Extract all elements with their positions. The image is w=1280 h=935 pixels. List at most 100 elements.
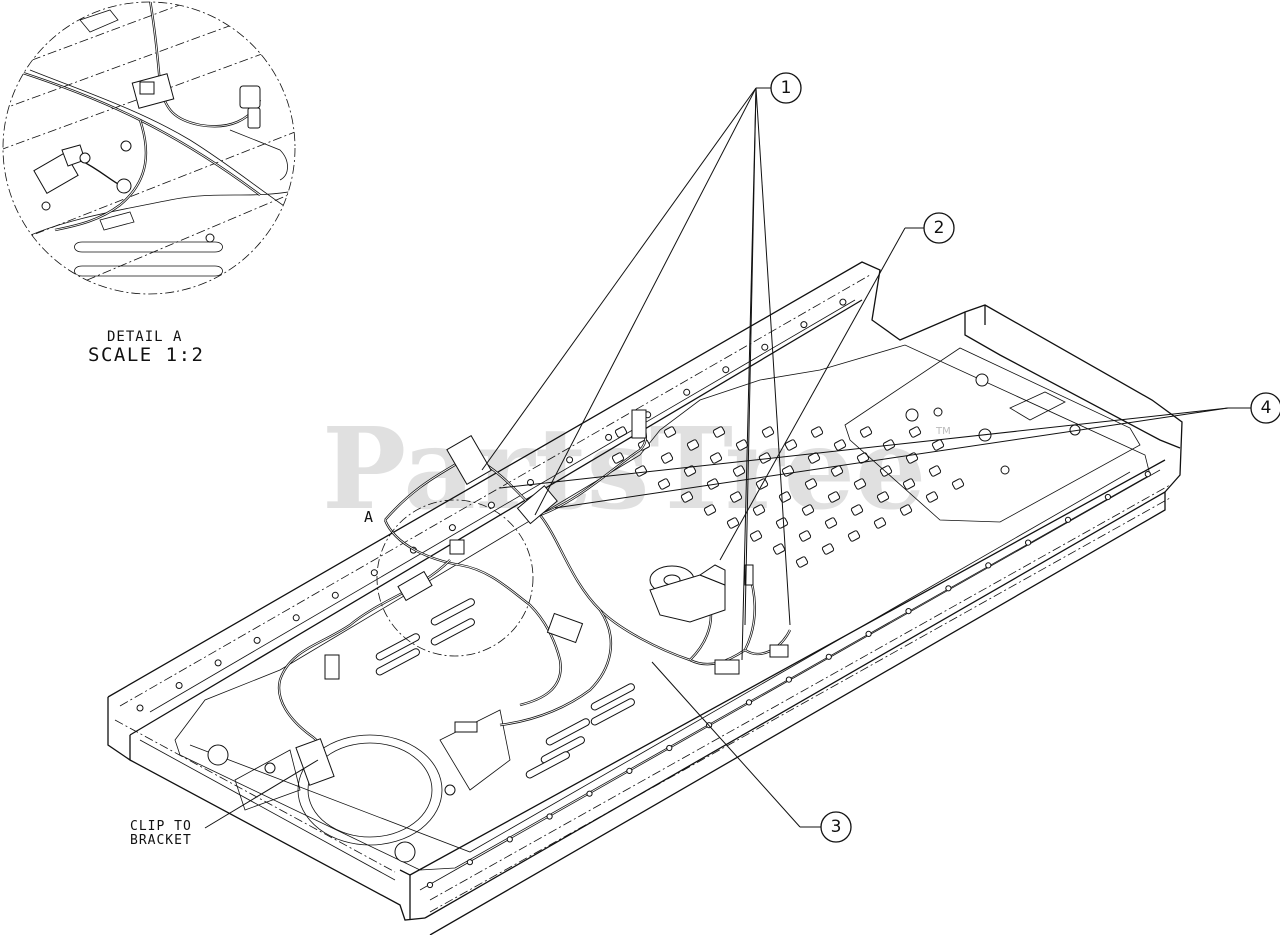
perforation <box>850 504 864 516</box>
perforation <box>876 491 890 503</box>
rail-holes <box>136 298 1151 889</box>
rail-hole <box>722 366 730 374</box>
rail-hole <box>586 790 593 797</box>
perforation <box>657 478 671 490</box>
perforation <box>804 478 818 490</box>
vent-slot <box>430 598 475 626</box>
rail-hole <box>626 767 633 775</box>
perforation <box>830 465 844 477</box>
detail-a-marker-circle <box>376 499 534 657</box>
rail-hole <box>985 562 992 569</box>
perforation <box>735 439 749 451</box>
rail-hole <box>448 524 456 532</box>
rail-hole <box>1144 471 1151 478</box>
rail-hole <box>865 630 872 638</box>
perforation <box>833 439 847 451</box>
perforated-grid <box>611 426 965 568</box>
rail-hole <box>292 614 300 622</box>
rail-hole <box>426 881 434 889</box>
perforation <box>847 530 861 542</box>
perforation <box>703 504 717 516</box>
perforation <box>706 478 720 490</box>
rail-hole <box>175 682 183 689</box>
callout-2-label: 2 <box>934 218 945 238</box>
rail-hole <box>839 298 847 306</box>
leader-lines <box>204 87 1252 829</box>
rail-hole <box>761 343 769 351</box>
perforation <box>680 491 694 503</box>
rail-hole <box>136 704 144 712</box>
perforation <box>827 491 841 503</box>
perforation <box>758 452 772 464</box>
callout-3-label: 3 <box>831 817 842 837</box>
vent-slot <box>590 698 635 726</box>
perforation <box>879 465 893 477</box>
frame-outline <box>107 261 1183 935</box>
perforation <box>749 530 763 542</box>
perforation <box>761 426 775 438</box>
perforation <box>611 452 625 464</box>
vent-slot <box>590 683 635 711</box>
perforation <box>899 504 913 516</box>
rail-hole <box>825 653 832 660</box>
perforation <box>752 504 766 516</box>
perforation <box>663 426 677 438</box>
perforation <box>807 452 821 464</box>
perforation <box>908 426 922 438</box>
rail-hole <box>666 744 673 752</box>
rail-hole <box>331 591 339 599</box>
rail-hole <box>683 388 691 396</box>
perforation <box>686 439 700 451</box>
callout-3: 3 <box>820 811 852 843</box>
detail-a-inset <box>2 1 296 295</box>
rail-hole <box>566 456 574 464</box>
perforation <box>951 478 965 490</box>
engine-opening <box>207 709 511 863</box>
detail-a-title: DETAIL A <box>107 329 183 345</box>
rail-hole <box>800 321 808 329</box>
perforation <box>614 426 628 438</box>
perforation <box>928 465 942 477</box>
perforation <box>810 426 824 438</box>
view-marker-a: A <box>364 508 373 526</box>
vent-slot <box>375 648 420 676</box>
rail-hole <box>605 433 613 441</box>
wiring-harness <box>277 409 792 786</box>
perforation <box>709 452 723 464</box>
callout-1: 1 <box>770 72 802 104</box>
rail-hole <box>506 836 513 843</box>
callout-4-label: 4 <box>1261 398 1272 418</box>
rail-hole <box>1025 539 1032 546</box>
rail-hole <box>487 501 495 509</box>
perforation <box>726 517 740 529</box>
perforation <box>712 426 726 438</box>
callout-2: 2 <box>923 212 955 244</box>
perforation <box>931 439 945 451</box>
rail-hole <box>253 636 261 644</box>
rail-hole <box>945 585 952 592</box>
rail-hole <box>214 659 222 667</box>
vent-slot <box>430 618 475 646</box>
rail-hole <box>905 608 912 615</box>
clip-annotation-line-1: CLIP TO <box>130 819 192 834</box>
perforation <box>925 491 939 503</box>
detail-a-scale: SCALE 1:2 <box>88 344 205 366</box>
clip-annotation-line-2: BRACKET <box>130 833 192 848</box>
perforation <box>732 465 746 477</box>
rail-hole <box>546 813 553 820</box>
perforation <box>729 491 743 503</box>
vent-slot <box>545 718 590 746</box>
rail-hole <box>1104 493 1112 501</box>
perforation <box>801 504 815 516</box>
vent-slots <box>375 598 635 779</box>
perforation <box>798 530 812 542</box>
watermark-tm: TM <box>935 426 951 437</box>
rail-hole <box>745 699 753 706</box>
vent-slot <box>525 751 570 779</box>
perforation <box>824 517 838 529</box>
perforation <box>795 556 809 568</box>
perforation <box>660 452 674 464</box>
rail-hole <box>466 859 473 866</box>
